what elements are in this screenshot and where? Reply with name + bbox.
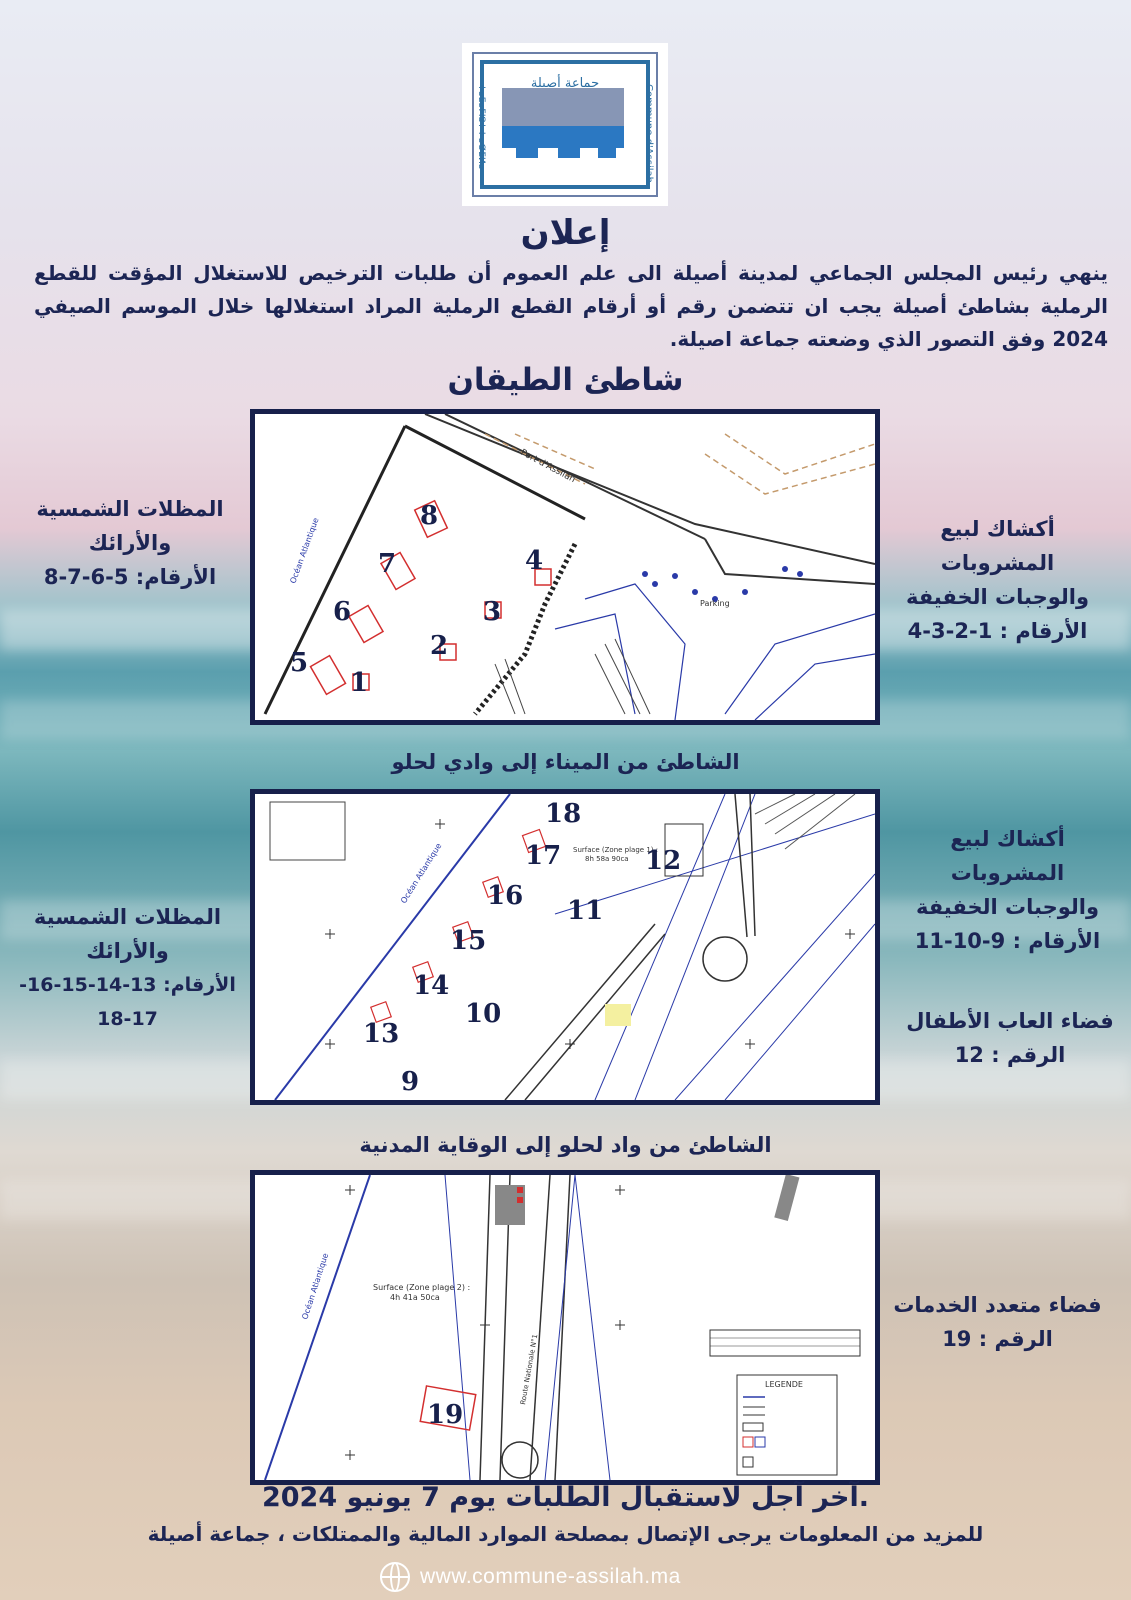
map1-number-5: 5 bbox=[290, 648, 308, 678]
logo-french-name: Commune d'Assilah bbox=[643, 84, 654, 183]
map1-number-1: 1 bbox=[350, 668, 368, 698]
beach-title: شاطئ الطيقان bbox=[447, 362, 684, 398]
map2-number-16: 16 bbox=[487, 881, 523, 911]
announcement-title: إعلان bbox=[520, 213, 611, 253]
globe-icon bbox=[380, 1562, 410, 1592]
map1-number-8: 8 bbox=[420, 501, 438, 531]
commune-logo: جماعة أصيلة Commune d'Assilah ⵜⴰⵎⴰⵢⵏⵓⵜ ⵏ… bbox=[462, 43, 668, 206]
website-link[interactable]: www.commune-assilah.ma bbox=[380, 1560, 681, 1594]
map2-number-14: 14 bbox=[413, 971, 449, 1001]
map-port-area: Océan Atlantique Port d'Assilah Parking … bbox=[250, 409, 880, 725]
map2-number-15: 15 bbox=[450, 926, 486, 956]
map2-number-13: 13 bbox=[363, 1019, 399, 1049]
map1-number-2: 2 bbox=[430, 631, 448, 661]
map3-surface-text: Surface (Zone plage 2) : bbox=[373, 1283, 470, 1292]
map2-number-10: 10 bbox=[465, 999, 501, 1029]
map1-parking-text: Parking bbox=[700, 599, 730, 608]
map2-ocean-text: Océan Atlantique bbox=[398, 841, 443, 905]
map2-number-17: 17 bbox=[525, 841, 561, 871]
contact-info: للمزيد من المعلومات يرجى الإتصال بمصلحة … bbox=[147, 1522, 984, 1546]
map3-legend-text: LEGENDE bbox=[765, 1380, 803, 1389]
map2-number-11: 11 bbox=[567, 896, 603, 926]
map2-number-18: 18 bbox=[545, 799, 581, 829]
section-port-to-wadi-title: الشاطئ من الميناء إلى وادي لحلو bbox=[391, 750, 740, 774]
map2-number-9: 9 bbox=[401, 1067, 419, 1097]
map1-number-6: 6 bbox=[333, 597, 351, 627]
logo-town-icon bbox=[502, 146, 624, 182]
logo-tifinagh: ⵜⴰⵎⴰⵢⵏⵓⵜ ⵏ ⴰⵚⵉⵍⴰ bbox=[476, 84, 486, 170]
map-port-to-wadi: Océan Atlantique Surface (Zone plage 1) … bbox=[250, 789, 880, 1105]
map-wadi-to-civil-protection: LEGENDE Océan Atlantique Surface (Zone p… bbox=[250, 1170, 880, 1485]
map1-number-4: 4 bbox=[525, 546, 543, 576]
map2-surface-text: Surface (Zone plage 1) : bbox=[573, 846, 658, 854]
map3-surface-area: 4h 41a 50ca bbox=[390, 1293, 440, 1302]
map1-ocean-text: Océan Atlantique bbox=[287, 516, 320, 585]
logo-arabic-name: جماعة أصيلة bbox=[530, 76, 600, 91]
map1-number-3: 3 bbox=[483, 597, 501, 627]
website-url[interactable]: www.commune-assilah.ma bbox=[420, 1565, 681, 1588]
map1-port-text: Port d'Assilah bbox=[519, 448, 577, 485]
map1-number-7: 7 bbox=[378, 549, 396, 579]
map3-ocean-text: Océan Atlantique bbox=[299, 1252, 330, 1321]
map2-surface-area: 8h 58a 90ca bbox=[585, 855, 629, 863]
map3-number-19: 19 bbox=[427, 1400, 463, 1430]
map2-number-12: 12 bbox=[645, 846, 681, 876]
section-wadi-to-civil-protection-title: الشاطئ من واد لحلو إلى الوقاية المدنية bbox=[359, 1133, 772, 1157]
announcement-body: ينهي رئيس المجلس الجماعي لمدينة أصيلة ال… bbox=[34, 261, 1108, 351]
deadline-notice: آخر آجل لاستقبال الطلبات يوم 7 يونيو 202… bbox=[261, 1482, 870, 1513]
